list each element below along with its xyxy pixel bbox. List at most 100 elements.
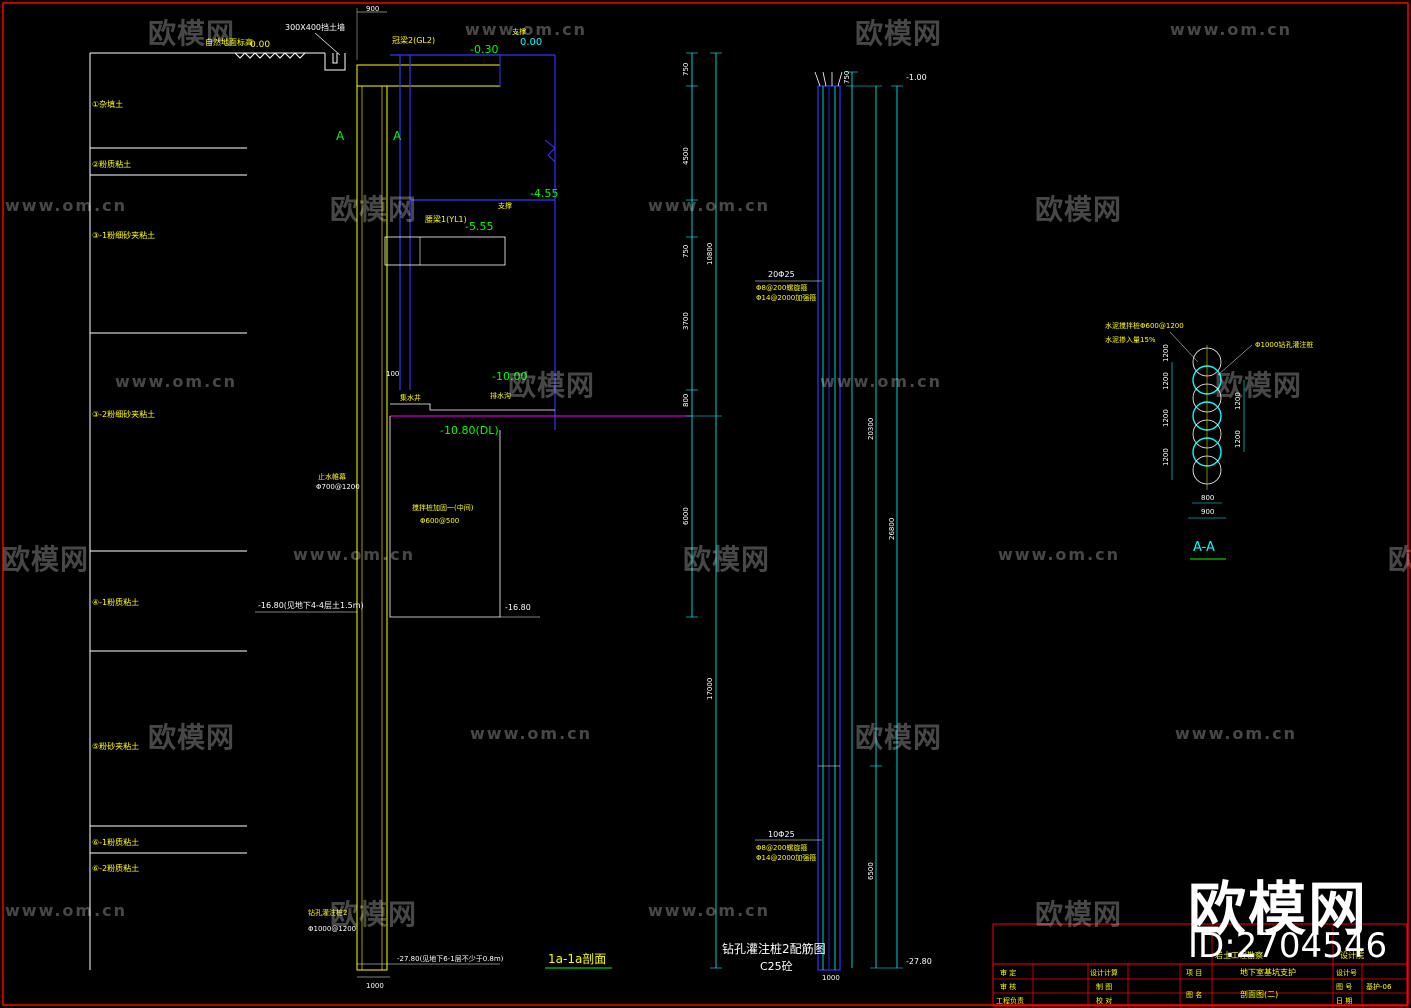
tb-cell: 工程负责 [996, 996, 1024, 1005]
aa-dim-right: 1200 [1234, 392, 1242, 410]
rebar-concrete: C25砼 [760, 960, 793, 973]
ground-note: 自然地面标高 [205, 37, 253, 47]
mix-pile-label: 搅拌桩加固一(中间) [412, 503, 474, 512]
beam1-label: 腰梁1(YL1) [425, 215, 467, 224]
soil-layer-label: ⑥-1粉质粘土 [92, 837, 139, 847]
aa-note2: 水泥掺入量15% [1105, 335, 1156, 344]
support-label-2: 支撑 [498, 201, 512, 210]
drain-label: 排水沟 [490, 391, 511, 400]
aa-dim-right: 1200 [1234, 430, 1242, 448]
level-l4: -10.00 [492, 370, 527, 383]
rebar-title: 钻孔灌注桩2配筋图 [722, 941, 826, 956]
lower-main-bar: 10Φ25 [768, 830, 795, 839]
pump-label: 集水井 [400, 393, 421, 402]
soil-layer-label: ③-1粉细砂夹粘土 [92, 230, 155, 240]
aa-dim-left: 1200 [1162, 344, 1170, 362]
soil-layer-label: ①杂填土 [92, 99, 123, 109]
aa-bottom1: 800 [1201, 494, 1214, 502]
dim-text: 3700 [682, 312, 690, 330]
aa-note3: Φ1000钻孔灌注桩 [1255, 340, 1313, 349]
title-block: 岩土工程勘察 设计院 审 定 设计计算 项 目 地下室基坑支护 设计号 审 核 … [992, 923, 1408, 1007]
water-stop-spec: Φ700@1200 [316, 483, 360, 491]
rebar-bottom-level: -27.80 [906, 957, 932, 966]
ground-level: 0.00 [250, 40, 270, 50]
rebar-top-level: -1.00 [906, 73, 927, 82]
section-1a: 自然地面标高 0.00 ①杂填土 ②粉质粘土 ③-1粉细砂夹粘土 ③-2粉细砂夹… [89, 5, 722, 990]
aa-dim-left: 1200 [1162, 448, 1170, 466]
bored-pile [356, 85, 388, 971]
mix-pile-spec: Φ600@500 [420, 517, 459, 525]
top-dim: 900 [366, 5, 379, 13]
wall-label: 300X400挡土墙 [285, 22, 345, 32]
tb-cell: 项 目 [1186, 969, 1202, 977]
dim-total: 10800 [706, 243, 714, 265]
level-top: 0.00 [520, 37, 542, 48]
upper-ring: Φ14@2000加强箍 [756, 293, 816, 302]
beam2-label: 冠梁2(GL2) [392, 36, 435, 45]
tb-cell: 审 定 [1000, 968, 1016, 977]
tb-company: 岩土工程勘察 [1215, 950, 1263, 960]
mix-pile-zone [389, 416, 501, 618]
rebar-dim: 6500 [867, 862, 875, 880]
upper-stirrup: Φ8@200螺旋箍 [756, 283, 807, 292]
aa-title: A-A [1193, 540, 1215, 555]
soil-layer-label: ②粉质粘土 [92, 159, 131, 169]
marker-a-left: A [336, 129, 345, 143]
retaining-wall [324, 53, 346, 71]
tb-cell: 基护-06 [1366, 982, 1392, 991]
tb-cell: 设计计算 [1090, 968, 1118, 977]
dim-text: 6000 [682, 507, 690, 525]
base-slab [390, 403, 610, 417]
aa-note1: 水泥搅拌桩Φ600@1200 [1105, 321, 1184, 330]
rebar-top-ends [814, 71, 843, 87]
aa-dim-left: 1200 [1162, 409, 1170, 427]
lower-ring: Φ14@2000加强箍 [756, 853, 816, 862]
dim-100: 100 [386, 370, 399, 378]
soil-layer-label: ③-2粉细砂夹粘土 [92, 409, 155, 419]
level-l8: -27.80(见地下6-1层不少于0.8m) [397, 954, 504, 963]
rebar-detail: 20Φ25 Φ8@200螺旋箍 Φ14@2000加强箍 10Φ25 Φ8@200… [722, 71, 932, 982]
dim-text: 800 [682, 394, 690, 407]
soil-layer-label: ⑤粉砂夹粘土 [92, 741, 139, 751]
cap-beam [356, 64, 501, 87]
tb-cell: 审 核 [1000, 982, 1016, 991]
tb-cell: 剖面图(二) [1240, 989, 1278, 999]
tb-cell: 校 对 [1096, 996, 1112, 1005]
dim-text: 4500 [682, 147, 690, 165]
brand-id: ID:2704546 [1188, 926, 1388, 966]
lower-stirrup: Φ8@200螺旋箍 [756, 843, 807, 852]
tb-cell: 地下室基坑支护 [1240, 967, 1296, 977]
bored-pile-label: 钻孔灌注桩2 [308, 908, 347, 917]
waist-beam [384, 236, 506, 266]
level-l5: -10.80(DL) [440, 424, 499, 437]
brand-logo-text: 欧模网 [1188, 875, 1369, 943]
rebar-dim-total: 26800 [888, 518, 896, 540]
dim-text: 750 [682, 245, 690, 258]
upper-main-bar: 20Φ25 [768, 270, 795, 279]
ground-hatch [234, 52, 306, 59]
rebar-dim: 750 [843, 71, 851, 84]
section-title: 1a-1a剖面 [548, 952, 606, 966]
bottom-dim: 1000 [366, 982, 384, 990]
tb-cell: 图 号 [1336, 983, 1352, 991]
bored-pile-spec: Φ1000@1200 [308, 925, 356, 933]
tb-cell: 图 名 [1186, 990, 1202, 999]
soil-layer-label: ④-1粉质粘土 [92, 597, 139, 607]
marker-a-right: A [393, 129, 402, 143]
aa-dim-left: 1200 [1162, 372, 1170, 390]
tb-cell: 制 图 [1096, 982, 1112, 991]
rebar-width: 1000 [822, 974, 840, 982]
tb-cell: 设计号 [1336, 968, 1357, 977]
excavation-outline [390, 54, 556, 430]
tb-company2: 设计院 [1340, 950, 1364, 960]
dim-text: 750 [682, 63, 690, 76]
level-l6: -16.80 [505, 603, 531, 612]
soil-layer-label: ⑥-2粉质粘土 [92, 863, 139, 873]
support-label-1: 支撑 [512, 27, 526, 36]
aa-bottom2: 900 [1201, 508, 1214, 516]
aa-detail: 水泥搅拌桩Φ600@1200 水泥掺入量15% Φ1000钻孔灌注桩 1200 … [1105, 321, 1313, 560]
rebar-dim: 20300 [867, 418, 875, 440]
